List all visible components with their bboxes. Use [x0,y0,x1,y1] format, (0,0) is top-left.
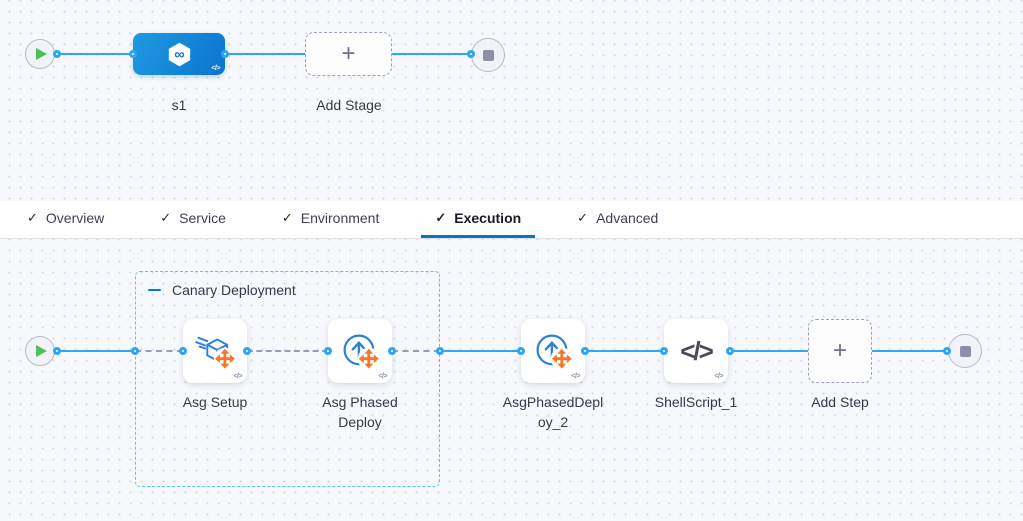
step-label: AsgPhasedDeploy_2 [502,394,604,430]
execution-start-node [25,336,55,366]
port[interactable] [943,347,951,355]
check-icon: ✓ [27,210,38,225]
stage-canvas: ∞ </> + s1 Add Stage [0,0,1023,201]
port[interactable] [324,347,332,355]
tab-label: Environment [300,210,380,226]
step-node-shellscript-1[interactable]: </> </> [664,319,728,383]
step-label: Asg Phased Deploy [322,394,398,430]
check-icon: ✓ [577,210,589,225]
add-stage-label: Add Stage [316,97,382,113]
port[interactable] [53,347,61,355]
connector-line-dashed [247,350,328,352]
add-step-button[interactable]: + [808,319,872,383]
group-header: Canary Deployment [148,282,296,298]
asg-phased-deploy-icon [343,334,380,370]
tab-label: Advanced [596,210,659,226]
step-node-asg-phased-deploy-2[interactable]: </> [521,319,585,383]
yaml-code-icon: </> [378,373,387,380]
connector-line-dashed [392,350,440,352]
step-node-asg-phased-deploy[interactable]: </> [328,319,392,383]
port[interactable] [131,347,139,355]
svg-text:∞: ∞ [174,47,184,63]
tab-environment[interactable]: ✓ Environment [268,201,394,238]
port[interactable] [467,50,475,58]
execution-end-node [948,334,982,368]
check-icon: ✓ [281,210,293,225]
minus-icon [148,288,161,292]
pipeline-end-node [471,38,505,72]
plus-icon: + [341,40,356,67]
plus-icon: + [832,337,847,364]
collapse-group-button[interactable] [148,283,162,297]
asg-phased-deploy-icon [536,334,573,370]
port[interactable] [581,347,589,355]
port[interactable] [179,347,187,355]
stage-config-tabs: ✓ Overview ✓ Service ✓ Environment ✓ Exe… [0,201,1023,239]
yaml-code-icon: </> [211,65,220,72]
connector-line-dashed [135,350,183,352]
tab-label: Service [179,210,226,226]
connector-line [872,350,947,352]
connector-line [730,350,808,352]
yaml-code-icon: </> [233,373,242,380]
step-label: Asg Setup [182,394,248,410]
connector-line [585,350,664,352]
connector-line [57,53,133,55]
step-label: ShellScript_1 [654,394,738,410]
add-stage-button[interactable]: + [305,32,392,76]
connector-line [392,53,471,55]
port[interactable] [53,50,61,58]
harness-stage-icon: ∞ [168,42,190,66]
yaml-code-icon: </> [714,373,723,380]
yaml-code-icon: </> [571,373,580,380]
shell-script-icon: </> [680,335,714,366]
stop-icon [482,49,494,61]
stop-icon [959,345,971,357]
port[interactable] [660,347,668,355]
port[interactable] [726,347,734,355]
tab-execution[interactable]: ✓ Execution [421,201,536,238]
asg-setup-icon [195,336,236,370]
tab-advanced[interactable]: ✓ Advanced [563,201,672,238]
port[interactable] [129,50,137,58]
execution-canvas: Canary Deployment [0,239,1023,521]
check-icon: ✓ [160,210,172,225]
port[interactable] [436,347,444,355]
stage-node-s1[interactable]: ∞ </> [133,33,225,75]
play-icon [36,48,47,60]
connector-line [57,350,135,352]
check-icon: ✓ [435,210,447,225]
tab-overview[interactable]: ✓ Overview [13,201,118,238]
port[interactable] [243,347,251,355]
add-step-label: Add Step [811,394,869,410]
step-group-canary-deployment: Canary Deployment [135,271,440,487]
port[interactable] [221,50,229,58]
pipeline-start-node [25,39,55,69]
group-title: Canary Deployment [172,282,296,298]
step-node-asg-setup[interactable]: </> [183,319,247,383]
tab-label: Overview [45,210,105,226]
play-icon [36,345,47,357]
connector-line [440,350,521,352]
port[interactable] [388,347,396,355]
stage-label: s1 [171,97,187,113]
tab-service[interactable]: ✓ Service [146,201,240,238]
port[interactable] [517,347,525,355]
tab-label: Execution [454,210,522,226]
connector-line [225,53,305,55]
